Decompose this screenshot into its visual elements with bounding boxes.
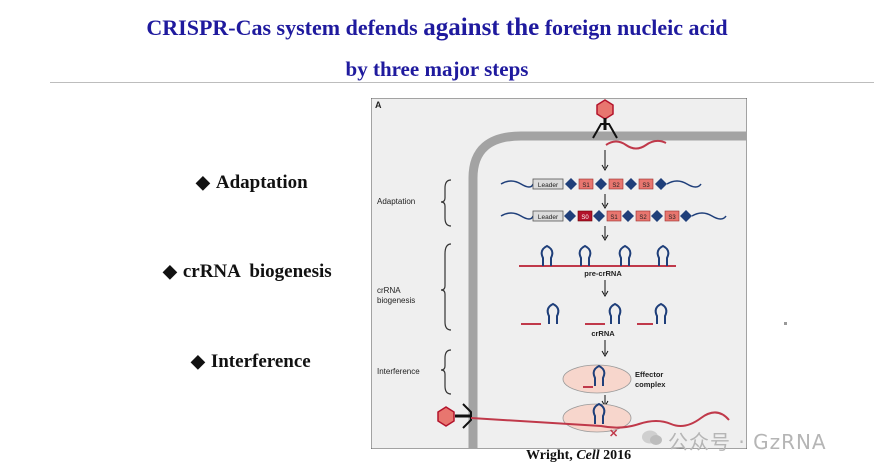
spacer-label: S1 xyxy=(610,215,618,221)
title-line-2: by three major steps xyxy=(345,57,529,81)
spacer-label: S1 xyxy=(582,183,590,189)
spacer-label: S2 xyxy=(639,215,647,221)
foreign-dna-top xyxy=(605,139,667,150)
title-part-3: foreign nucleic acid xyxy=(539,15,728,40)
step-label: crRNA biogenesis xyxy=(182,261,332,282)
leader-label: Leader xyxy=(538,214,559,221)
crrna-label: crRNA xyxy=(591,329,615,338)
step-crrna-biogenesis: ◆crRNA biogenesis xyxy=(163,261,332,283)
leader-label: Leader xyxy=(538,182,559,189)
spacer-label: S3 xyxy=(642,183,650,189)
step-label: Adaptation xyxy=(215,172,308,193)
brace-biogenesis xyxy=(440,243,452,331)
wechat-logo-icon xyxy=(642,430,662,445)
stage-label-adaptation: Adaptation xyxy=(377,197,415,206)
title-divider xyxy=(50,82,874,83)
spacer-label: S3 xyxy=(668,215,676,221)
interference-event: ✕ xyxy=(437,403,730,440)
brace-interference xyxy=(440,349,452,395)
complex-label: complex xyxy=(635,380,666,389)
title-line-1: CRISPR-Cas system defends against the fo… xyxy=(0,14,874,42)
title-part-2: against the xyxy=(423,14,540,41)
new-spacer-label: S0 xyxy=(581,215,589,221)
step-adaptation: ◆Adaptation xyxy=(196,172,308,194)
effector-complex: Effector complex xyxy=(562,364,666,394)
crispr-array-1: Leader S1 S2 S3 xyxy=(500,178,702,190)
stage-label-biogenesis: biogenesis xyxy=(377,296,415,305)
figure-background xyxy=(371,98,747,449)
panel-letter: A xyxy=(375,100,382,110)
stage-label-interference: Interference xyxy=(377,367,420,376)
stage-label-crrna: crRNA xyxy=(377,286,401,295)
watermark: 公众号 · GzRNA xyxy=(668,430,827,454)
spacer-label: S2 xyxy=(612,183,620,189)
citation-author: Wright, xyxy=(526,448,577,463)
brace-adaptation xyxy=(440,179,452,227)
step-interference: ◆Interference xyxy=(191,351,311,373)
cleavage-mark-icon: ✕ xyxy=(609,428,618,440)
mature-crrnas: crRNA xyxy=(521,303,668,338)
diamond-bullet-icon: ◆ xyxy=(196,172,210,192)
diamond-bullet-icon: ◆ xyxy=(163,261,177,281)
step-label: Interference xyxy=(210,351,311,372)
speck xyxy=(784,322,787,325)
pre-crrna-transcript: pre-crRNA xyxy=(519,245,676,278)
citation: Wright, Cell 2016 xyxy=(526,448,631,464)
title-part-1: CRISPR-Cas system defends xyxy=(146,15,424,40)
crispr-figure: A Adaptation crRNA biogenesis Interferen… xyxy=(371,98,747,449)
effector-label: Effector xyxy=(635,370,663,379)
crispr-array-2: Leader S0 S1 S2 S3 xyxy=(500,210,727,222)
pre-crrna-label: pre-crRNA xyxy=(584,269,622,278)
citation-year: 2016 xyxy=(599,448,632,463)
cell-wall xyxy=(468,131,747,449)
diamond-bullet-icon: ◆ xyxy=(191,351,205,371)
citation-journal: Cell xyxy=(576,448,600,463)
phage-top xyxy=(592,99,618,139)
